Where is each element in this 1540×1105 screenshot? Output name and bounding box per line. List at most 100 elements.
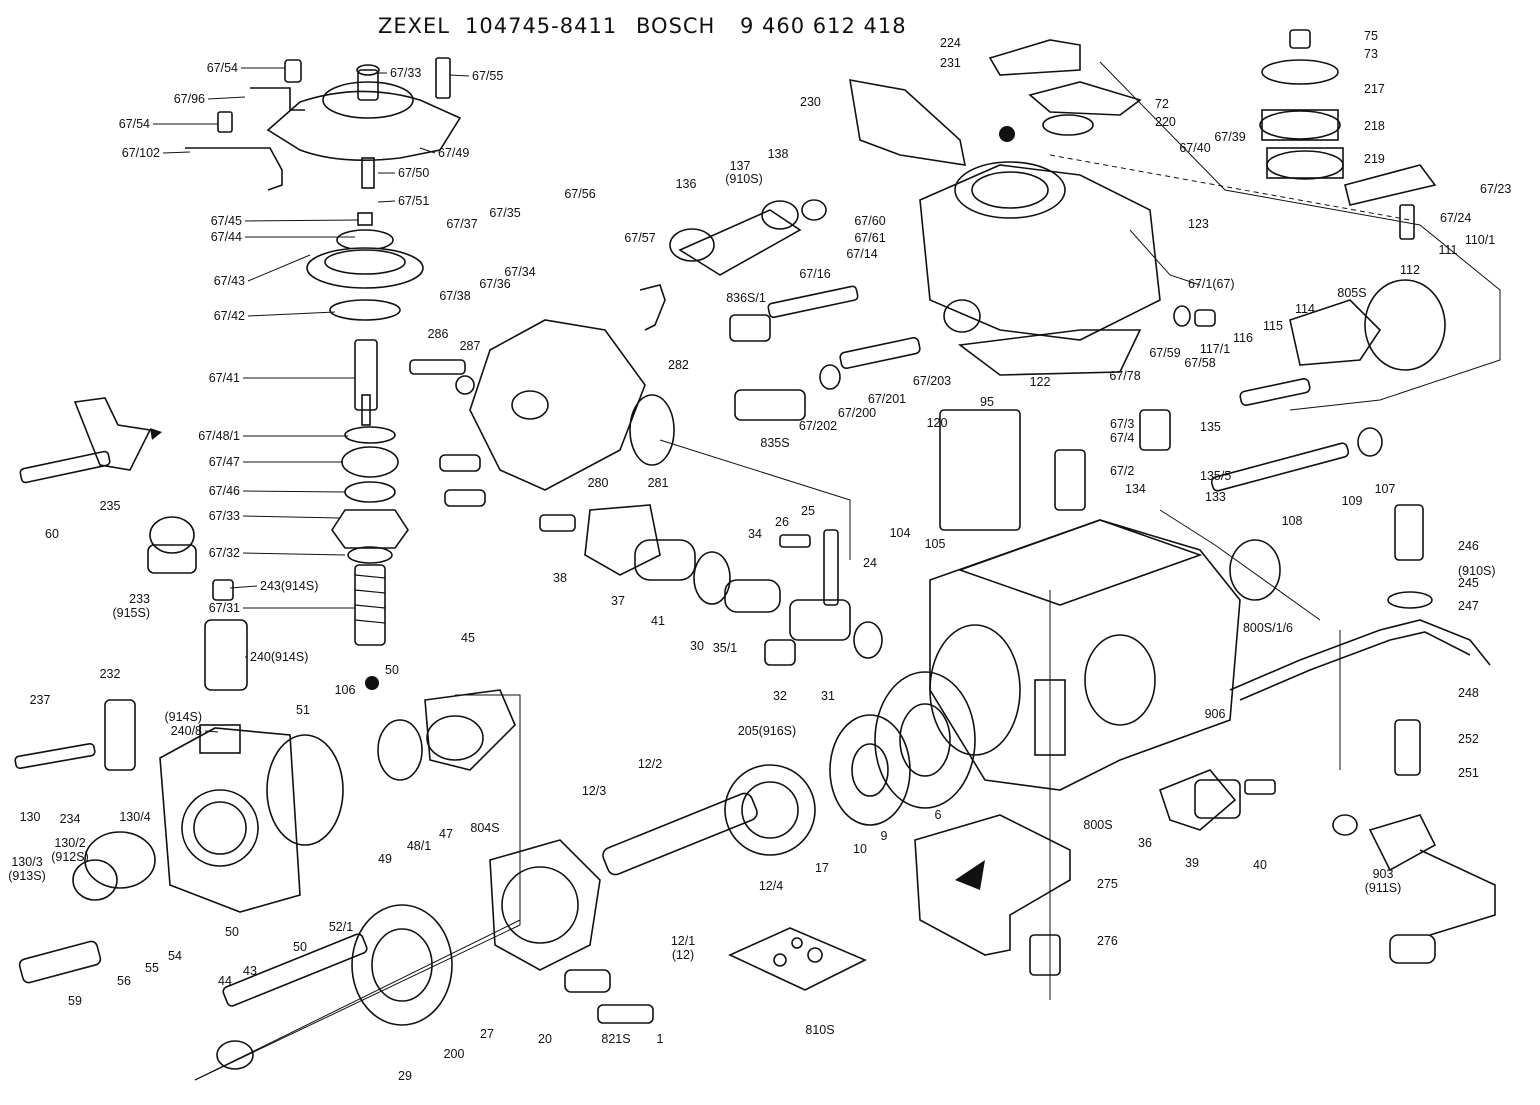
callout-l44: 106	[335, 683, 356, 697]
part-number-label: 137	[730, 159, 751, 173]
part-number-label: 67/1(67)	[1188, 277, 1235, 291]
part-number-label: 280	[588, 476, 609, 490]
callout-l167: 1	[657, 1032, 664, 1046]
part-number-label: 112	[1400, 263, 1420, 277]
callout-l65: 41	[651, 614, 665, 628]
callout-l98: 67/40	[1179, 141, 1210, 155]
part-number-label: 67/57	[624, 231, 655, 245]
part-number-label: 67/32	[209, 546, 240, 560]
part-number-label: 800S/1/6	[1243, 621, 1293, 635]
callout-l142: 6	[935, 808, 942, 822]
callout-l13: 67/42	[214, 309, 336, 323]
part-number-label: 52/1	[329, 920, 353, 934]
callout-l53: 67/56	[564, 187, 595, 201]
part-number-label: 67/23	[1480, 182, 1511, 196]
part-number-label: 34	[748, 527, 762, 541]
part-number-label: 810S	[805, 1023, 834, 1037]
callout-l84: 67/201	[868, 392, 906, 406]
part-number-label: 130/2	[54, 836, 85, 850]
callout-l121: 67/2	[1110, 464, 1134, 478]
callout-l50: 804S	[470, 821, 499, 835]
callout-l76: (910S)	[725, 172, 763, 186]
part-number-label: 12/3	[582, 784, 606, 798]
part-number-label: 107	[1375, 482, 1396, 496]
callout-l122: 135/5	[1200, 469, 1231, 483]
part-number-label: 67/45	[211, 214, 242, 228]
callout-l99: 67/39	[1214, 130, 1245, 144]
callout-l89: 230	[800, 95, 821, 109]
part-number-label: 275	[1097, 877, 1118, 891]
spring-drum-assembly	[1259, 29, 1437, 240]
callout-l25: 243(914S)	[229, 579, 318, 593]
part-number-label: 231	[940, 56, 961, 70]
callout-l1: 67/54	[207, 61, 285, 75]
header-make-bosch: BOSCH	[636, 14, 715, 38]
part-number-label: 67/200	[838, 406, 876, 420]
part-number-label: 45	[461, 631, 475, 645]
part-number-label: 219	[1364, 152, 1385, 166]
callout-l157: 810S	[805, 1023, 834, 1037]
part-number-label: 72	[1155, 97, 1169, 111]
callout-l166: 821S	[601, 1032, 630, 1046]
part-number-label: 12/4	[759, 879, 783, 893]
part-number-label: 252	[1458, 732, 1479, 746]
part-number-label: 235	[100, 499, 121, 513]
part-number-label: 37	[611, 594, 625, 608]
part-number-label: 10	[853, 842, 867, 856]
header-make-zexel: ZEXEL	[378, 14, 450, 38]
part-number-label: 218	[1364, 119, 1385, 133]
callout-l163: 200	[444, 1047, 465, 1061]
part-number-label: 54	[168, 949, 182, 963]
part-number-label: 38	[553, 571, 567, 585]
callout-l4: 67/96	[174, 92, 246, 106]
timer-and-valves	[669, 199, 1216, 421]
part-number-label: 836S/1	[726, 291, 766, 305]
callout-l138: 906	[1205, 707, 1226, 721]
callout-l23: 233	[129, 592, 150, 606]
callout-l151: 39	[1185, 856, 1199, 870]
leader-line	[419, 147, 436, 154]
callout-l150: 36	[1138, 836, 1152, 850]
callout-l20: 67/31	[209, 601, 355, 615]
callout-l87: 224	[940, 36, 961, 50]
part-number-label: 200	[444, 1047, 465, 1061]
callout-l72: 32	[773, 689, 787, 703]
callout-l126: 107	[1375, 482, 1396, 496]
callout-l31: 234	[60, 812, 81, 826]
callout-l152: 40	[1253, 858, 1267, 872]
part-number-label: 12/2	[638, 757, 662, 771]
part-number-label: 281	[648, 476, 669, 490]
callout-l144: 9	[881, 829, 888, 843]
part-number-label: 134	[1125, 482, 1146, 496]
callout-l52: 67/35	[489, 206, 520, 220]
leader-line	[242, 552, 346, 556]
part-number-label: 55	[145, 961, 159, 975]
part-number-label: 1	[657, 1032, 664, 1046]
part-number-label: 67/59	[1149, 346, 1180, 360]
callout-l107: 112	[1400, 263, 1420, 277]
callout-l30: 232	[100, 667, 121, 681]
callout-l78: 836S/1	[726, 291, 766, 305]
assembly-guide-lines	[194, 61, 1501, 1081]
part-number-label: 122	[1030, 375, 1051, 389]
callout-l147: 12/1	[671, 934, 695, 948]
part-number-label: 6	[935, 808, 942, 822]
callout-l162: 29	[398, 1069, 412, 1083]
part-number-label: 906	[1205, 707, 1226, 721]
leader-line	[242, 515, 341, 519]
callout-l118: 67/3	[1110, 417, 1134, 431]
part-number-label: 35/1	[713, 641, 737, 655]
part-number-label: 821S	[601, 1032, 630, 1046]
part-number-label: 67/58	[1184, 356, 1215, 370]
part-number-label: 32	[773, 689, 787, 703]
callout-l3: 67/55	[449, 69, 503, 83]
callout-l21: 60	[45, 527, 59, 541]
part-number-label: 30	[690, 639, 704, 653]
callout-l133: 247	[1458, 599, 1479, 613]
callout-l57: 67/34	[504, 265, 535, 279]
part-number-label: 67/35	[489, 206, 520, 220]
part-number-label: 248	[1458, 686, 1479, 700]
header-part-number-zexel: 104745-8411	[465, 14, 617, 38]
cam-follower-cover	[409, 284, 675, 507]
part-number-label: 67/201	[868, 392, 906, 406]
